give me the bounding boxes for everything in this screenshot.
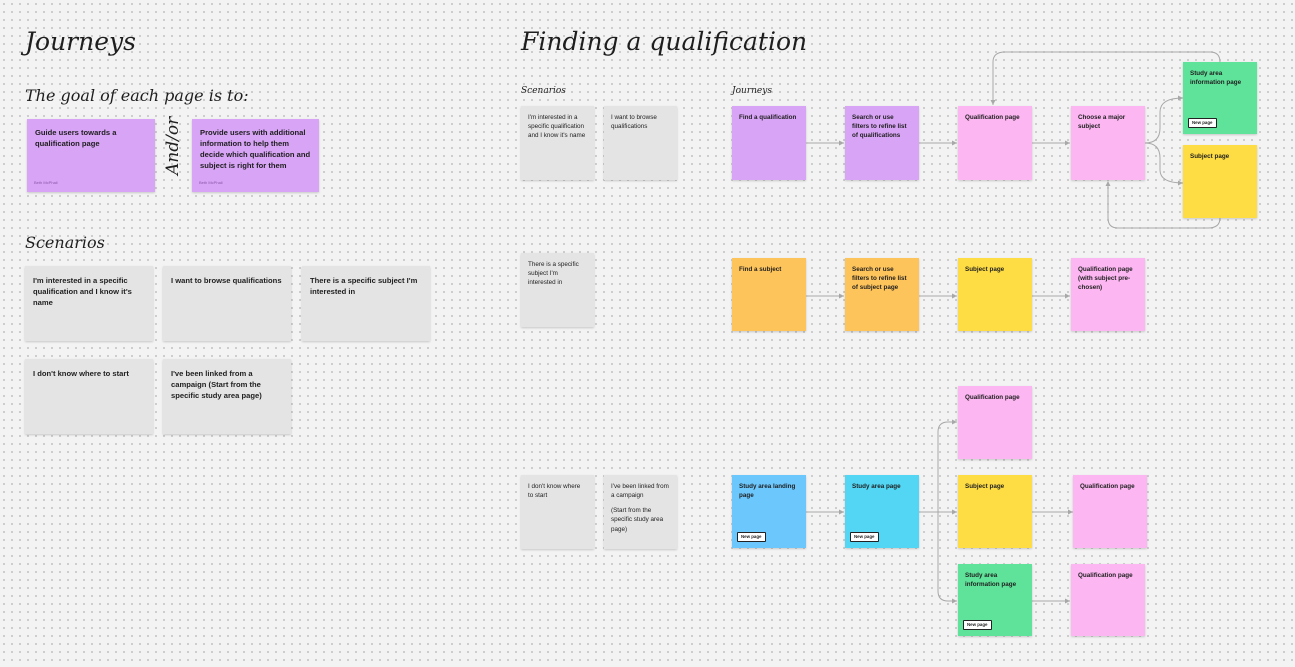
goal-heading: The goal of each page is to: [25, 86, 249, 105]
scenarios-heading-left: Scenarios [25, 233, 105, 252]
journey-step[interactable]: Find a qualification [732, 106, 806, 180]
journey-step[interactable]: Subject page [958, 475, 1032, 548]
new-page-badge: New page [1188, 117, 1217, 128]
journey-step[interactable]: Qualification page (with subject pre-cho… [1071, 258, 1145, 331]
step-text: Find a subject [739, 266, 782, 273]
new-page-badge: New page [737, 531, 766, 542]
journey-step[interactable]: Subject page [958, 258, 1032, 331]
step-text: Qualification page [965, 394, 1020, 401]
step-text: Choose a major subject [1078, 114, 1126, 131]
journey-step[interactable]: Search or use filters to refine list of … [845, 106, 919, 180]
journey-step[interactable]: Study area landing page New page [732, 475, 806, 548]
scenario-note[interactable]: I've been linked from a campaign (Start … [604, 475, 677, 549]
step-text: Search or use filters to refine list of … [852, 114, 907, 140]
scenario-note[interactable]: I've been linked from a campaign (Start … [163, 359, 291, 434]
goal-note-inform-text: Provide users with additional informatio… [200, 128, 311, 170]
step-text: Qualification page [1078, 572, 1133, 579]
step-text: Qualification page [965, 114, 1020, 121]
step-text: Search or use filters to refine list of … [852, 266, 907, 292]
new-page-badge: New page [850, 531, 879, 542]
scenario-text: I'm interested in a specific qualificati… [33, 276, 132, 307]
note-author: Beth McPhail [199, 180, 223, 186]
journey-step[interactable]: Qualification page [1073, 475, 1147, 548]
scenario-note[interactable]: There is a specific subject I'm interest… [521, 253, 594, 327]
scenario-text: I want to browse qualifications [611, 114, 657, 131]
scenario-note[interactable]: I'm interested in a specific qualificati… [521, 106, 594, 180]
step-text: Qualification page [1080, 483, 1135, 490]
journey-step[interactable]: Study area page New page [845, 475, 919, 548]
journey-step[interactable]: Find a subject [732, 258, 806, 331]
scenario-note[interactable]: I want to browse qualifications [604, 106, 677, 180]
step-text: Subject page [1190, 153, 1230, 160]
scenarios-heading-right: Scenarios [521, 86, 566, 96]
step-text: Study area information page [1190, 70, 1242, 87]
scenario-text: I want to browse qualifications [171, 276, 282, 285]
step-text: Study area page [852, 483, 901, 490]
scenario-note[interactable]: I want to browse qualifications [163, 266, 291, 341]
journey-step[interactable]: Choose a major subject [1071, 106, 1145, 180]
journey-step[interactable]: Qualification page [1071, 564, 1145, 636]
step-text: Subject page [965, 266, 1005, 273]
scenario-text: I've been linked from a campaign (Start … [171, 369, 262, 400]
step-text: Subject page [965, 483, 1005, 490]
goal-note-inform[interactable]: Provide users with additional informatio… [192, 119, 319, 192]
journey-step[interactable]: Qualification page [958, 386, 1032, 459]
journey-step[interactable]: Qualification page [958, 106, 1032, 180]
scenario-note[interactable]: There is a specific subject I'm interest… [302, 266, 430, 341]
and-or-label: And/or [163, 116, 183, 175]
finding-qualification-title: Finding a qualification [521, 27, 808, 56]
scenario-text: (Start from the specific study area page… [611, 507, 664, 533]
goal-note-guide[interactable]: Guide users towards a qualification page… [27, 119, 155, 192]
scenario-text: There is a specific subject I'm interest… [310, 276, 418, 296]
journey-step[interactable]: Search or use filters to refine list of … [845, 258, 919, 331]
journey-step[interactable]: Subject page [1183, 145, 1257, 218]
scenario-text: There is a specific subject I'm interest… [528, 261, 579, 287]
scenario-text: I don't know where to start [528, 483, 581, 500]
journey-step[interactable]: Study area information page New page [958, 564, 1032, 636]
note-author: Beth McPhail [34, 180, 58, 186]
step-text: Qualification page (with subject pre-cho… [1078, 266, 1133, 292]
scenario-note[interactable]: I'm interested in a specific qualificati… [25, 266, 153, 341]
step-text: Study area landing page [739, 483, 796, 500]
journeys-heading: Journeys [732, 86, 772, 96]
new-page-badge: New page [963, 619, 992, 630]
goal-note-guide-text: Guide users towards a qualification page [35, 128, 117, 148]
scenario-text: I'm interested in a specific qualificati… [528, 114, 586, 140]
scenario-note[interactable]: I don't know where to start [521, 475, 594, 549]
step-text: Find a qualification [739, 114, 797, 121]
step-text: Study area information page [965, 572, 1017, 589]
scenario-note[interactable]: I don't know where to start [25, 359, 153, 434]
journeys-title: Journeys [25, 27, 136, 56]
scenario-text: I've been linked from a campaign [611, 483, 669, 500]
scenario-text: I don't know where to start [33, 369, 129, 378]
journey-step[interactable]: Study area information page New page [1183, 62, 1257, 134]
